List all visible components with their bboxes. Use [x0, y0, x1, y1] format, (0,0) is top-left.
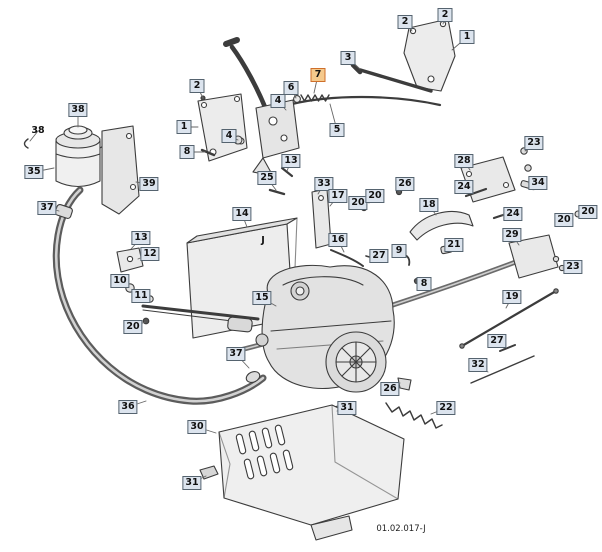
- callout-8[interactable]: 8: [416, 277, 432, 291]
- upper-bracket-left-drawing: [197, 93, 248, 162]
- callout-16[interactable]: 16: [328, 233, 348, 247]
- callout-37[interactable]: 37: [37, 201, 57, 215]
- callout-27[interactable]: 27: [487, 334, 507, 348]
- callout-2[interactable]: 2: [437, 8, 453, 22]
- reservoir-drawing: [23, 125, 133, 188]
- callout-30[interactable]: 30: [187, 420, 207, 434]
- transmission-drawing: [255, 264, 395, 393]
- callout-12[interactable]: 12: [140, 247, 160, 261]
- skid-plate-drawing: [218, 404, 405, 541]
- callout-13[interactable]: 13: [131, 231, 151, 245]
- callout-21[interactable]: 21: [444, 238, 464, 252]
- callout-17[interactable]: 17: [328, 189, 348, 203]
- callout-25[interactable]: 25: [257, 171, 277, 185]
- callout-28[interactable]: 28: [454, 154, 474, 168]
- callout-38[interactable]: 38: [68, 103, 88, 117]
- callout-6[interactable]: 6: [283, 81, 299, 95]
- callout-20[interactable]: 20: [554, 213, 574, 227]
- spring-drawing: [385, 402, 443, 429]
- callout-24[interactable]: 24: [454, 180, 474, 194]
- callout-4[interactable]: 4: [221, 129, 237, 143]
- callout-1[interactable]: 1: [176, 120, 192, 134]
- callout-1[interactable]: 1: [459, 30, 475, 44]
- callout-J[interactable]: J: [261, 235, 265, 247]
- callout-10[interactable]: 10: [110, 274, 130, 288]
- hose-drawing: [52, 186, 267, 405]
- callout-4[interactable]: 4: [270, 94, 286, 108]
- callout-5[interactable]: 5: [329, 123, 345, 137]
- mount-bracket-drawing: [101, 125, 140, 215]
- callout-33[interactable]: 33: [314, 177, 334, 191]
- callout-39[interactable]: 39: [139, 177, 159, 191]
- right-rods-drawing: [459, 288, 559, 384]
- diagram-code: 01.02.017-J: [376, 524, 426, 534]
- callout-20[interactable]: 20: [365, 189, 385, 203]
- callout-38[interactable]: 38: [31, 125, 45, 137]
- callout-2[interactable]: 2: [397, 15, 413, 29]
- callout-24[interactable]: 24: [503, 207, 523, 221]
- callout-7[interactable]: 7: [310, 68, 326, 82]
- callout-23[interactable]: 23: [563, 260, 583, 274]
- callout-14[interactable]: 14: [232, 207, 252, 221]
- callout-18[interactable]: 18: [419, 198, 439, 212]
- callout-2[interactable]: 2: [189, 79, 205, 93]
- callout-26[interactable]: 26: [395, 177, 415, 191]
- callout-32[interactable]: 32: [468, 358, 488, 372]
- callout-15[interactable]: 15: [252, 291, 272, 305]
- callout-20[interactable]: 20: [123, 320, 143, 334]
- callout-20[interactable]: 20: [578, 205, 598, 219]
- callout-31[interactable]: 31: [182, 476, 202, 490]
- callout-19[interactable]: 19: [502, 290, 522, 304]
- callout-37[interactable]: 37: [226, 347, 246, 361]
- callout-23[interactable]: 23: [524, 136, 544, 150]
- callout-31[interactable]: 31: [337, 401, 357, 415]
- callout-26[interactable]: 26: [380, 382, 400, 396]
- callout-29[interactable]: 29: [502, 228, 522, 242]
- callout-34[interactable]: 34: [528, 176, 548, 190]
- callout-11[interactable]: 11: [131, 289, 151, 303]
- callout-9[interactable]: 9: [391, 244, 407, 258]
- callout-8[interactable]: 8: [179, 145, 195, 159]
- callout-20[interactable]: 20: [348, 196, 368, 210]
- callout-27[interactable]: 27: [369, 249, 389, 263]
- callout-36[interactable]: 36: [118, 400, 138, 414]
- callout-35[interactable]: 35: [24, 165, 44, 179]
- callout-13[interactable]: 13: [281, 154, 301, 168]
- callout-22[interactable]: 22: [436, 401, 456, 415]
- callout-3[interactable]: 3: [340, 51, 356, 65]
